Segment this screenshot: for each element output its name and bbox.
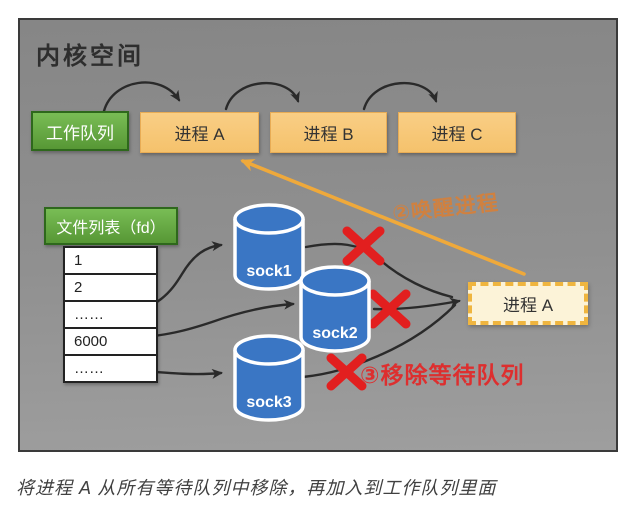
fd-row-2: 2 xyxy=(65,275,156,302)
socket-cylinder-sock3: sock3 xyxy=(231,333,307,423)
socket-cylinder-sock1: sock1 xyxy=(231,202,307,292)
fd-table: 1 2 …… 6000 …… xyxy=(63,246,158,383)
cylinder-shape xyxy=(299,265,371,353)
socket-label: sock2 xyxy=(312,325,358,342)
diagram-caption: 将进程 A 从所有等待队列中移除，再加入到工作队列里面 xyxy=(16,478,497,498)
fd-list-header: 文件列表（fd） xyxy=(44,207,178,245)
process-b-box: 进程 B xyxy=(270,112,387,153)
fd-row-ellipsis-1: …… xyxy=(65,302,156,329)
fd-row-6000: 6000 xyxy=(65,329,156,356)
process-c-box: 进程 C xyxy=(398,112,516,153)
socket-label: sock1 xyxy=(246,263,292,280)
fd-row-1: 1 xyxy=(65,248,156,275)
remove-step-label: ③移除等待队列 xyxy=(360,362,525,388)
process-a-box: 进程 A xyxy=(140,112,259,153)
socket-label: sock3 xyxy=(246,394,292,411)
kernel-space-title: 内核空间 xyxy=(36,43,144,70)
waiting-process-a-box: 进程 A xyxy=(468,282,588,325)
fd-row-ellipsis-2: …… xyxy=(74,360,104,377)
socket-cylinder-sock2: sock2 xyxy=(297,264,373,354)
cylinder-shape xyxy=(233,334,305,422)
work-queue-box: 工作队列 xyxy=(31,111,129,151)
